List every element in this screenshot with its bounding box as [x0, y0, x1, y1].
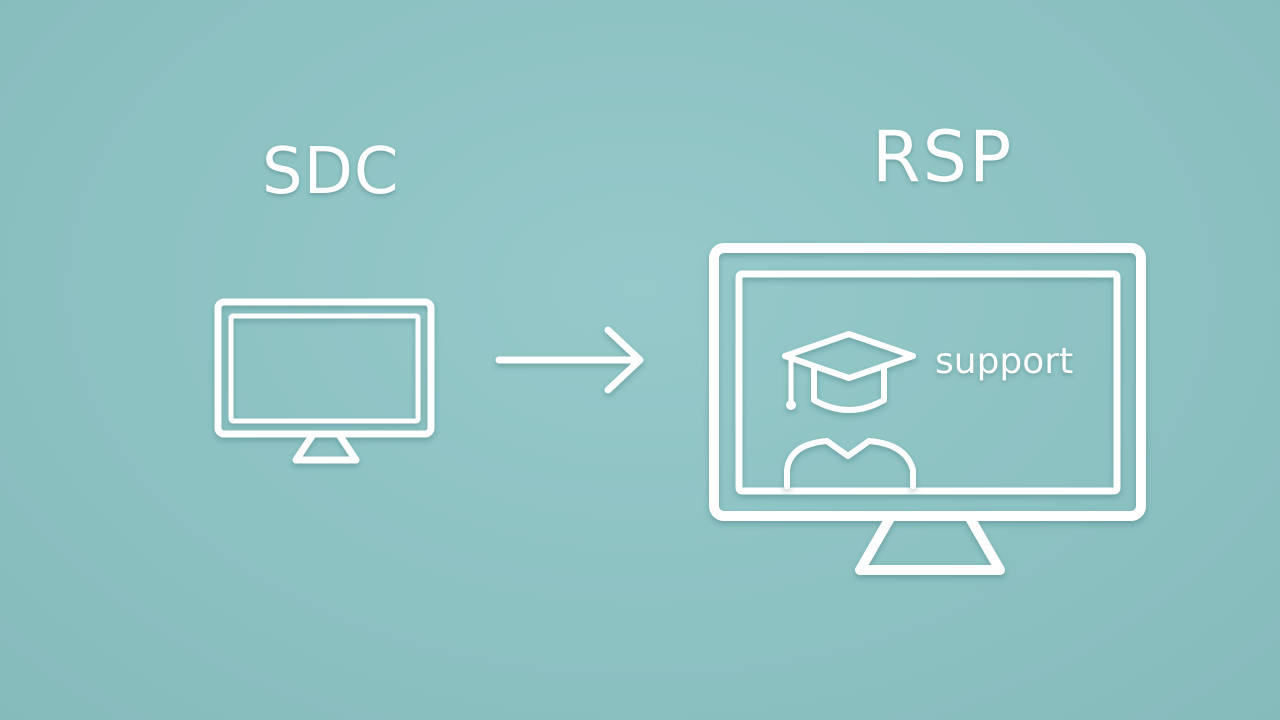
small-monitor-icon [214, 298, 435, 464]
arrow-right-icon [495, 326, 644, 394]
person-icon [784, 438, 916, 489]
large-monitor-icon [709, 243, 1146, 575]
support-label: support [935, 341, 1074, 382]
rsp-label: RSP [872, 116, 1014, 198]
sdc-label: SDC [262, 135, 400, 209]
graduation-cap-icon [782, 331, 916, 413]
